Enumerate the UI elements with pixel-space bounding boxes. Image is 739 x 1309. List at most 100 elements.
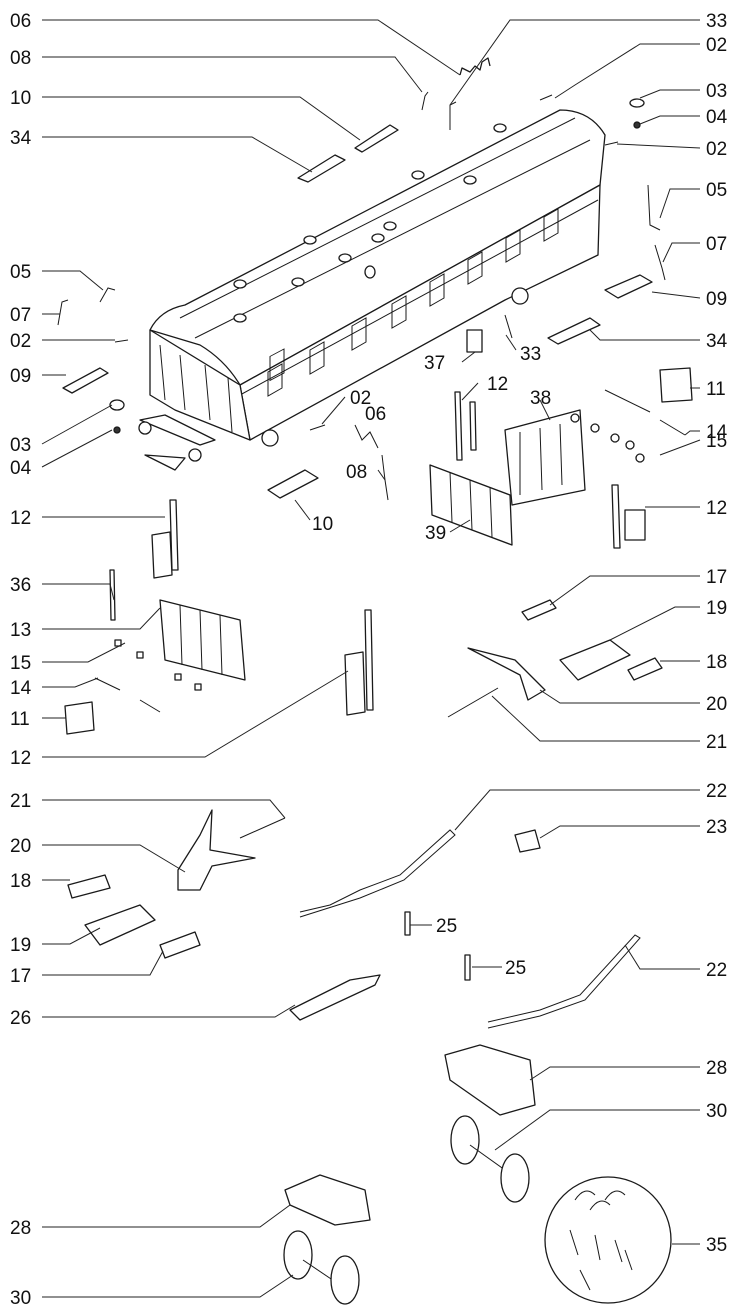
label-30: 30 (706, 1101, 727, 1122)
coach-windows (269, 348, 285, 382)
label-03: 03 (10, 435, 31, 456)
part-08-grab-top (421, 91, 429, 111)
label-19: 19 (706, 598, 727, 619)
part-05-handle-left (99, 287, 116, 303)
label-26: 26 (10, 1008, 31, 1029)
part-21-spring-left (239, 817, 286, 839)
part-28-bogie-upper (444, 1044, 536, 1116)
part-20-hook-right (467, 647, 546, 701)
part-06-handrail-top (459, 57, 491, 76)
label-38: 38 (530, 388, 551, 409)
part-15-brackets-left (114, 639, 202, 691)
part-number-labels: 06 08 10 34 05 07 02 09 03 04 33 02 03 0… (10, 11, 728, 1309)
label-12: 12 (10, 508, 31, 529)
part-25-post-lower (464, 954, 471, 981)
part-19-coupler-right (559, 639, 631, 681)
label-02: 02 (706, 35, 727, 56)
part-33-handle-right (504, 314, 513, 339)
part-11-plate-left (64, 701, 95, 735)
label-08: 08 (10, 48, 31, 69)
part-26-brake-unit (289, 974, 381, 1021)
part-09-step-left (62, 367, 109, 394)
part-34-step-top (297, 154, 346, 183)
label-02: 02 (706, 139, 727, 160)
part-12-ladder-left (151, 499, 179, 579)
leader-lines (41, 19, 701, 1298)
label-04: 04 (706, 107, 728, 128)
label-18: 18 (706, 652, 727, 673)
part-07-handle-right (654, 244, 666, 281)
label-09: 09 (706, 289, 727, 310)
label-21: 21 (10, 791, 31, 812)
part-34-step-right (547, 317, 601, 345)
part-17-buffer-right (521, 599, 557, 621)
label-06: 06 (10, 11, 31, 32)
part-18-buffer-left (67, 874, 111, 899)
part-33-handle-top (449, 101, 457, 130)
label-08: 08 (346, 462, 367, 483)
part-05-handle-right (647, 184, 661, 231)
part-30-wheelset-upper (450, 1115, 530, 1203)
label-22: 22 (706, 960, 727, 981)
label-20: 20 (706, 694, 727, 715)
label-05: 05 (10, 262, 31, 283)
label-36: 36 (10, 575, 31, 596)
label-25: 25 (505, 958, 526, 979)
label-17: 17 (706, 567, 727, 588)
label-12: 12 (10, 748, 31, 769)
coach-body (138, 109, 606, 471)
part-22-frame-upper (299, 829, 456, 918)
label-10: 10 (312, 514, 333, 535)
label-21: 21 (706, 732, 727, 753)
label-02: 02 (10, 331, 31, 352)
part-13-endwall (159, 599, 246, 681)
label-14: 14 (706, 422, 728, 443)
part-20-hook-left (177, 809, 256, 891)
part-10-step-top (354, 124, 399, 153)
label-34: 34 (706, 331, 728, 352)
label-15: 15 (706, 431, 727, 452)
label-37: 37 (424, 353, 445, 374)
part-12-ladder-right-top (454, 391, 477, 461)
label-17: 17 (10, 966, 31, 987)
part-02-pin-right (604, 141, 619, 146)
part-07-handle-left (57, 299, 69, 326)
part-35-small-parts-kit (544, 1176, 672, 1304)
part-09-step-right (604, 274, 653, 299)
part-38-endwall (504, 409, 586, 506)
label-39: 39 (425, 523, 446, 544)
label-33: 33 (520, 344, 541, 365)
part-19-coupler-left (84, 904, 156, 946)
label-13: 13 (10, 620, 31, 641)
part-21-spring-right (447, 687, 499, 718)
label-14: 14 (10, 678, 32, 699)
label-28: 28 (10, 1218, 31, 1239)
label-19: 19 (10, 935, 31, 956)
label-10: 10 (10, 88, 31, 109)
label-02: 02 (350, 388, 371, 409)
part-23-block (514, 829, 541, 853)
label-33: 33 (706, 11, 727, 32)
part-25-post-upper (404, 911, 411, 936)
label-12: 12 (706, 498, 727, 519)
part-02-pin-mid (309, 424, 326, 431)
part-18-buffer-right (627, 657, 663, 681)
label-18: 18 (10, 871, 31, 892)
part-12-ladder-right-mid (611, 484, 646, 549)
label-30: 30 (10, 1288, 31, 1309)
label-20: 20 (10, 836, 31, 857)
label-12: 12 (487, 374, 508, 395)
label-15: 15 (10, 653, 31, 674)
label-03: 03 (706, 81, 727, 102)
part-04-nut-left (113, 426, 121, 434)
label-35: 35 (706, 1235, 727, 1256)
part-14-handles-left (94, 677, 161, 713)
label-07: 07 (10, 305, 31, 326)
label-11: 11 (10, 709, 30, 730)
part-28-bogie-lower (284, 1174, 371, 1226)
part-22-frame-lower (487, 934, 641, 1029)
part-15-brackets-right (570, 413, 645, 463)
label-23: 23 (706, 817, 727, 838)
part-02-pin-left (114, 339, 129, 343)
